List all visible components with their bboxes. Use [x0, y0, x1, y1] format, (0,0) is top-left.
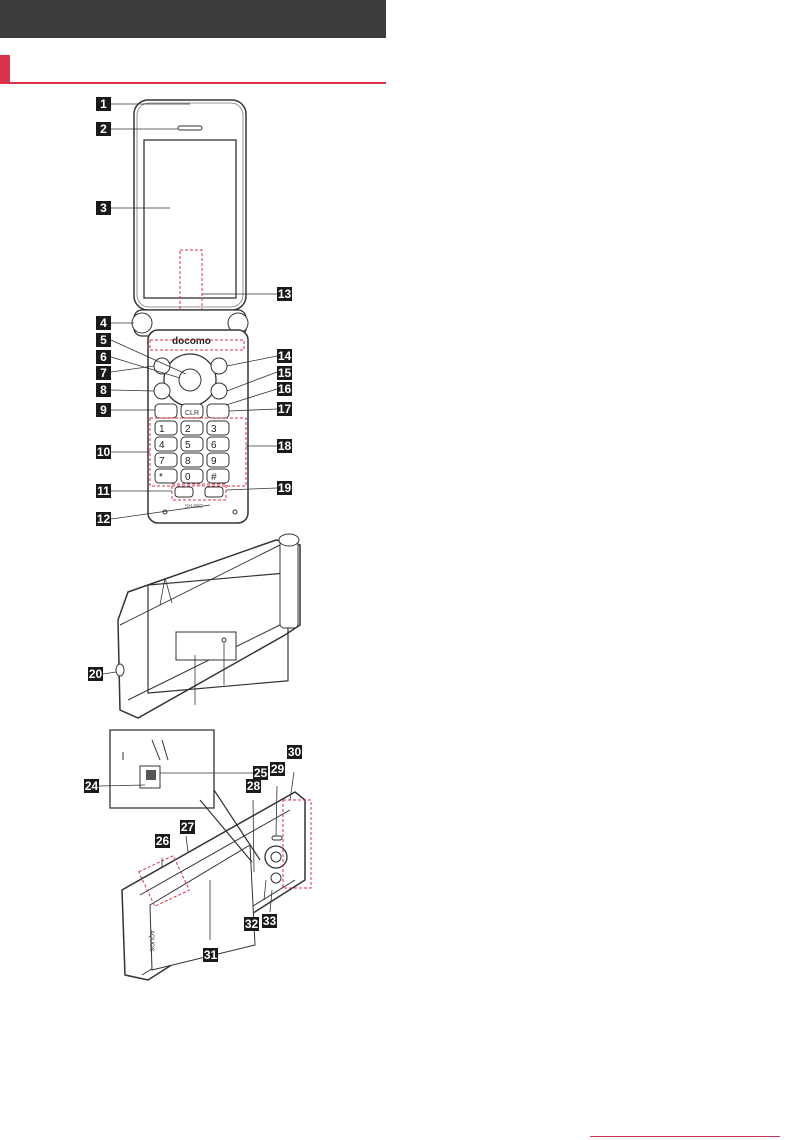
call-key [155, 404, 177, 418]
svg-text:18: 18 [278, 439, 292, 453]
earpiece [178, 126, 202, 130]
callout-badge-10: 10 [96, 445, 111, 459]
callout-badge-1: 1 [96, 97, 111, 111]
svg-text:CLR: CLR [185, 410, 199, 417]
callout-badge-18: 18 [277, 439, 292, 453]
svg-text:14: 14 [278, 349, 292, 363]
svg-text:7: 7 [100, 366, 107, 380]
callout-badge-4: 4 [96, 316, 111, 330]
svg-text:30: 30 [288, 745, 302, 759]
svg-text:24: 24 [85, 779, 99, 793]
camera-key [211, 358, 227, 374]
key-label: 0 [185, 472, 191, 483]
speaker-29 [272, 836, 282, 840]
key-label: * [159, 472, 163, 483]
svg-text:28: 28 [247, 779, 261, 793]
svg-text:27: 27 [181, 820, 195, 834]
earphone-jack [116, 664, 124, 676]
callout-badge-33: 33 [262, 914, 277, 928]
callout-badge-12: 12 [96, 512, 111, 526]
svg-text:11: 11 [97, 484, 110, 498]
svg-text:20: 20 [89, 667, 103, 681]
svg-text:8: 8 [100, 383, 107, 397]
callout-badge-29: 29 [270, 762, 285, 776]
callout-badge-13: 13 [277, 287, 292, 301]
callout-badge-27: 27 [180, 820, 195, 834]
front-brand-logo: docomo [172, 336, 211, 347]
callout-badge-9: 9 [96, 403, 111, 417]
callout-badge-15: 15 [277, 366, 292, 380]
callout-badge-32: 32 [244, 917, 259, 931]
key-label: 1 [159, 424, 165, 435]
callout-badge-17: 17 [277, 402, 292, 416]
svg-text:6: 6 [100, 350, 107, 364]
phone-side-view [116, 534, 300, 718]
phone-front-view: docomo CLR 123456789*0# SH-06G [132, 100, 248, 523]
callout-badge-8: 8 [96, 383, 111, 397]
svg-text:3: 3 [100, 201, 107, 215]
sub-display [176, 632, 236, 660]
callout-badge-31: 31 [203, 948, 218, 962]
soft-key-right [211, 383, 227, 399]
svg-text:17: 17 [278, 402, 292, 416]
key-label: 6 [211, 440, 217, 451]
svg-text:31: 31 [204, 948, 218, 962]
svg-text:19: 19 [278, 481, 292, 495]
bottom-key-right [205, 487, 223, 497]
main-display [144, 140, 236, 298]
svg-text:13: 13 [278, 287, 292, 301]
callout-badge-6: 6 [96, 350, 111, 364]
callout-badge-14: 14 [277, 349, 292, 363]
callout-badge-3: 3 [96, 201, 111, 215]
svg-text:10: 10 [97, 445, 111, 459]
callout-badge-28: 28 [246, 779, 261, 793]
key-label: 7 [159, 456, 165, 467]
callout-badge-19: 19 [277, 481, 292, 495]
svg-text:5: 5 [100, 333, 107, 347]
footer-rule [590, 1136, 780, 1137]
callout-badge-7: 7 [96, 366, 111, 380]
svg-text:25: 25 [254, 766, 268, 780]
key-label: 3 [211, 424, 217, 435]
back-brand: AQUOS [148, 930, 154, 952]
end-key [207, 404, 229, 418]
key-label: # [211, 472, 217, 483]
svg-text:16: 16 [278, 382, 292, 396]
key-label: 9 [211, 456, 217, 467]
svg-text:1: 1 [100, 97, 107, 111]
svg-text:9: 9 [100, 403, 107, 417]
callout-badge-20: 20 [88, 667, 103, 681]
svg-text:12: 12 [97, 512, 111, 526]
callout-badge-24: 24 [84, 779, 99, 793]
callout-badge-30: 30 [287, 745, 302, 759]
svg-text:33: 33 [263, 914, 277, 928]
svg-text:26: 26 [156, 834, 170, 848]
key-label: 4 [159, 440, 165, 451]
callout-badge-16: 16 [277, 382, 292, 396]
key-label: 8 [185, 456, 191, 467]
svg-text:29: 29 [271, 762, 285, 776]
key-label: 5 [185, 440, 191, 451]
svg-text:15: 15 [278, 366, 292, 380]
callout-badge-5: 5 [96, 333, 111, 347]
key-label: 2 [185, 424, 191, 435]
bottom-key-left [175, 487, 193, 497]
callout-badge-26: 26 [155, 834, 170, 848]
callout-badge-11: 11 [96, 484, 111, 498]
svg-text:2: 2 [100, 122, 107, 136]
callout-badge-2: 2 [96, 122, 111, 136]
svg-text:32: 32 [245, 917, 259, 931]
flash-light [271, 873, 281, 883]
mail-key [154, 383, 170, 399]
svg-text:4: 4 [100, 316, 107, 330]
callout-badge-25: 25 [253, 766, 268, 780]
